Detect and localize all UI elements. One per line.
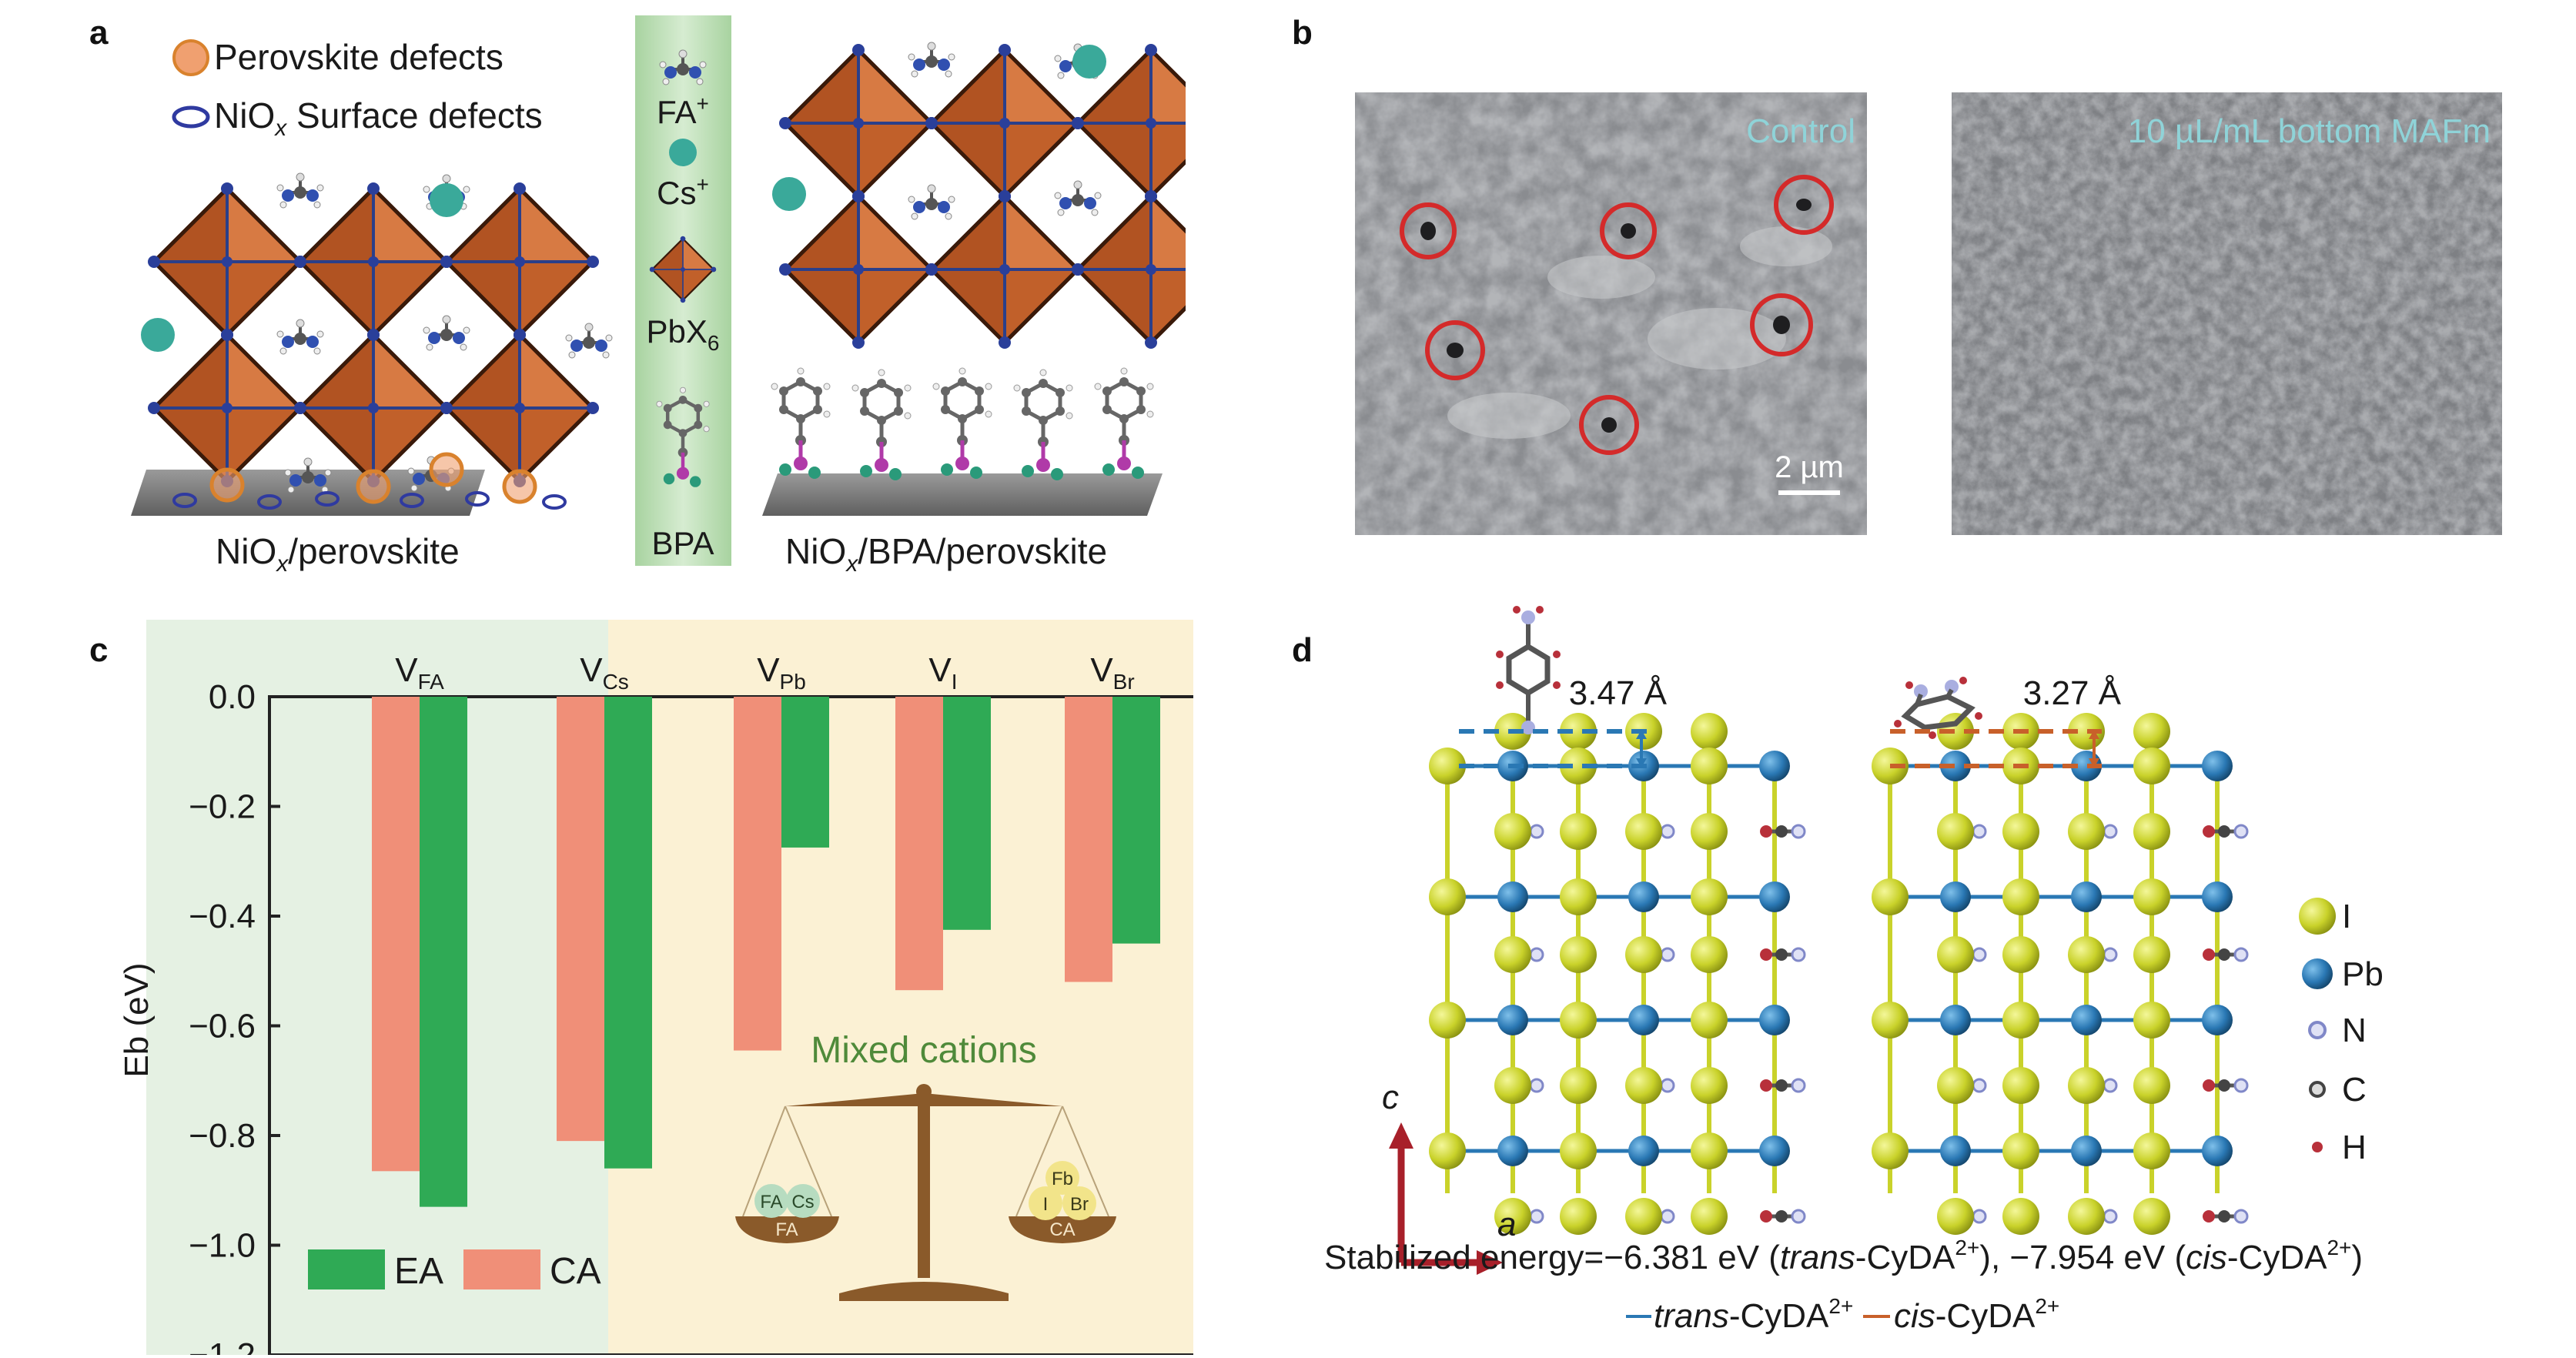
pinhole-circles <box>1400 175 1834 455</box>
cs-ion <box>141 318 175 352</box>
y-axis-label: Eb (eV) <box>118 962 156 1077</box>
trans-key-label: trans-CyDA2+ <box>1654 1294 1853 1335</box>
left-perovskite-structure <box>131 172 614 516</box>
legend-ca-swatch <box>463 1249 540 1289</box>
trans-cyda-lattice <box>1429 713 1806 1235</box>
bar-ca <box>734 697 781 1051</box>
cs-ion <box>772 177 806 211</box>
element-legend: I Pb N C H <box>2299 898 2384 1166</box>
right-nio-substrate <box>762 473 1163 516</box>
inset-title: Mixed cations <box>811 1030 1036 1071</box>
bar-ca <box>557 697 604 1142</box>
x-axis-categories: VFA VCs VPb VI VBr <box>395 651 1134 694</box>
stabilized-energy-text: Stabilized energy=−6.381 eV (trans-CyDA2… <box>1324 1236 2363 1276</box>
key-bpa-label: BPA <box>652 525 714 561</box>
trans-cyda-molecule <box>1496 606 1561 734</box>
svg-text:Br: Br <box>1070 1194 1089 1215</box>
right-pan <box>1009 1216 1116 1243</box>
left-caption: NiOx/perovskite <box>216 531 460 577</box>
panel-c-label: c <box>89 631 109 669</box>
bar-ca <box>372 697 420 1172</box>
mixed-cations-inset: Mixed cations FA Cs FA Fb I Br CA <box>735 1030 1116 1301</box>
key-cs-label: Cs+ <box>657 172 709 211</box>
treated-label: 10 µL/mL bottom MAFm <box>2128 112 2491 150</box>
y-axis: 0.0 −0.2 −0.4 −0.6 −0.8 −1.0 −1.2 <box>189 678 280 1355</box>
right-perovskite-structure <box>762 41 1186 516</box>
svg-text:FA: FA <box>760 1192 782 1212</box>
surface-defect-icon <box>172 105 210 129</box>
panel-c-chart: 0.0−0.2−0.4−0.6−0.8−1.0−1.2 VFAVCsVPbVIV… <box>118 620 1193 1355</box>
cis-key-label: cis-CyDA2+ <box>1894 1294 2059 1335</box>
bar-series <box>372 697 1160 1207</box>
bar-ea <box>1112 697 1160 944</box>
svg-text:N: N <box>2342 1012 2367 1049</box>
legend-pb-atom <box>2302 958 2333 989</box>
bar-ea <box>781 697 829 848</box>
cs-ion <box>1072 45 1106 79</box>
y-tick-label: −0.4 <box>189 898 256 935</box>
control-label: Control <box>1746 112 1855 150</box>
crystal-axes: c a <box>1382 1079 1516 1275</box>
bar-ca <box>895 697 943 991</box>
y-tick-label: −1.0 <box>189 1227 256 1265</box>
legend-ea-label: EA <box>394 1251 443 1292</box>
panel-d-label: d <box>1292 631 1313 669</box>
perovskite-defect-icon <box>172 39 209 76</box>
x-category-label: VFA <box>395 651 444 694</box>
y-tick-label: −0.8 <box>189 1117 256 1155</box>
y-tick-label: 0.0 <box>209 678 256 716</box>
cis-cyda-lattice <box>1872 713 2249 1235</box>
y-tick-label: −0.2 <box>189 788 256 826</box>
bar-ca <box>1065 697 1112 982</box>
key-fa-label: FA+ <box>657 92 709 130</box>
sem-control-image: 2 µm Control <box>1355 92 1867 535</box>
panel-b-label: b <box>1292 14 1313 52</box>
x-category-label: VBr <box>1090 651 1134 694</box>
svg-text:C: C <box>2342 1071 2367 1109</box>
legend-ea-swatch <box>308 1249 385 1289</box>
svg-text:Cs: Cs <box>791 1192 814 1212</box>
scale-bar-label: 2 µm <box>1775 450 1844 484</box>
left-pan <box>735 1216 839 1243</box>
defect-markers <box>172 452 567 510</box>
legend-i-atom <box>2299 898 2336 935</box>
x-category-label: VPb <box>757 651 806 694</box>
scale-base <box>839 1282 1009 1301</box>
y-tick-label: −1.2 <box>189 1336 256 1355</box>
svg-text:H: H <box>2342 1129 2367 1166</box>
sem-treated-image: 10 µL/mL bottom MAFm <box>1952 92 2502 535</box>
legend-ca-label: CA <box>550 1251 601 1292</box>
cis-distance-label: 3.27 Å <box>2023 674 2122 712</box>
axis-a-label: a <box>1497 1206 1516 1243</box>
panel-a-figure: Perovskite defects NiOx Surface defects … <box>131 15 1186 577</box>
legend-surface-defects: NiOx Surface defects <box>214 95 543 141</box>
bar-ea <box>943 697 991 930</box>
x-category-label: VI <box>928 651 957 694</box>
svg-text:CA: CA <box>1049 1219 1075 1240</box>
svg-text:FA: FA <box>775 1219 798 1240</box>
svg-text:I: I <box>2342 898 2351 935</box>
legend-n-atom <box>2308 1021 2327 1039</box>
legend-perovskite-defects: Perovskite defects <box>214 37 503 77</box>
x-category-label: VCs <box>580 651 629 694</box>
axis-c-label: c <box>1382 1079 1399 1116</box>
cs-ion <box>430 183 463 217</box>
scale-pole <box>918 1093 930 1278</box>
right-caption: NiOx/BPA/perovskite <box>785 531 1107 577</box>
panel-d-figure: 3.47 Å 3.27 Å I Pb N C H c a Stabilized … <box>1324 606 2384 1335</box>
key-cs-icon <box>669 139 697 166</box>
panel-b-sem-images: 2 µm Control 10 µL/mL bottom MAFm <box>1355 92 2502 535</box>
cis-cyda-molecule <box>1894 677 1982 739</box>
svg-text:Pb: Pb <box>2342 955 2384 993</box>
svg-text:I: I <box>1043 1194 1049 1215</box>
legend-c-atom <box>2309 1081 2326 1098</box>
panel-a-label: a <box>89 14 109 52</box>
y-tick-label: −0.6 <box>189 1008 256 1045</box>
key-pbx6-label: PbX6 <box>647 313 720 355</box>
svg-text:Fb: Fb <box>1052 1169 1073 1189</box>
legend-h-atom <box>2312 1142 2323 1152</box>
trans-distance-label: 3.47 Å <box>1569 674 1668 712</box>
bar-ea <box>604 697 652 1169</box>
bar-ea <box>420 697 467 1207</box>
